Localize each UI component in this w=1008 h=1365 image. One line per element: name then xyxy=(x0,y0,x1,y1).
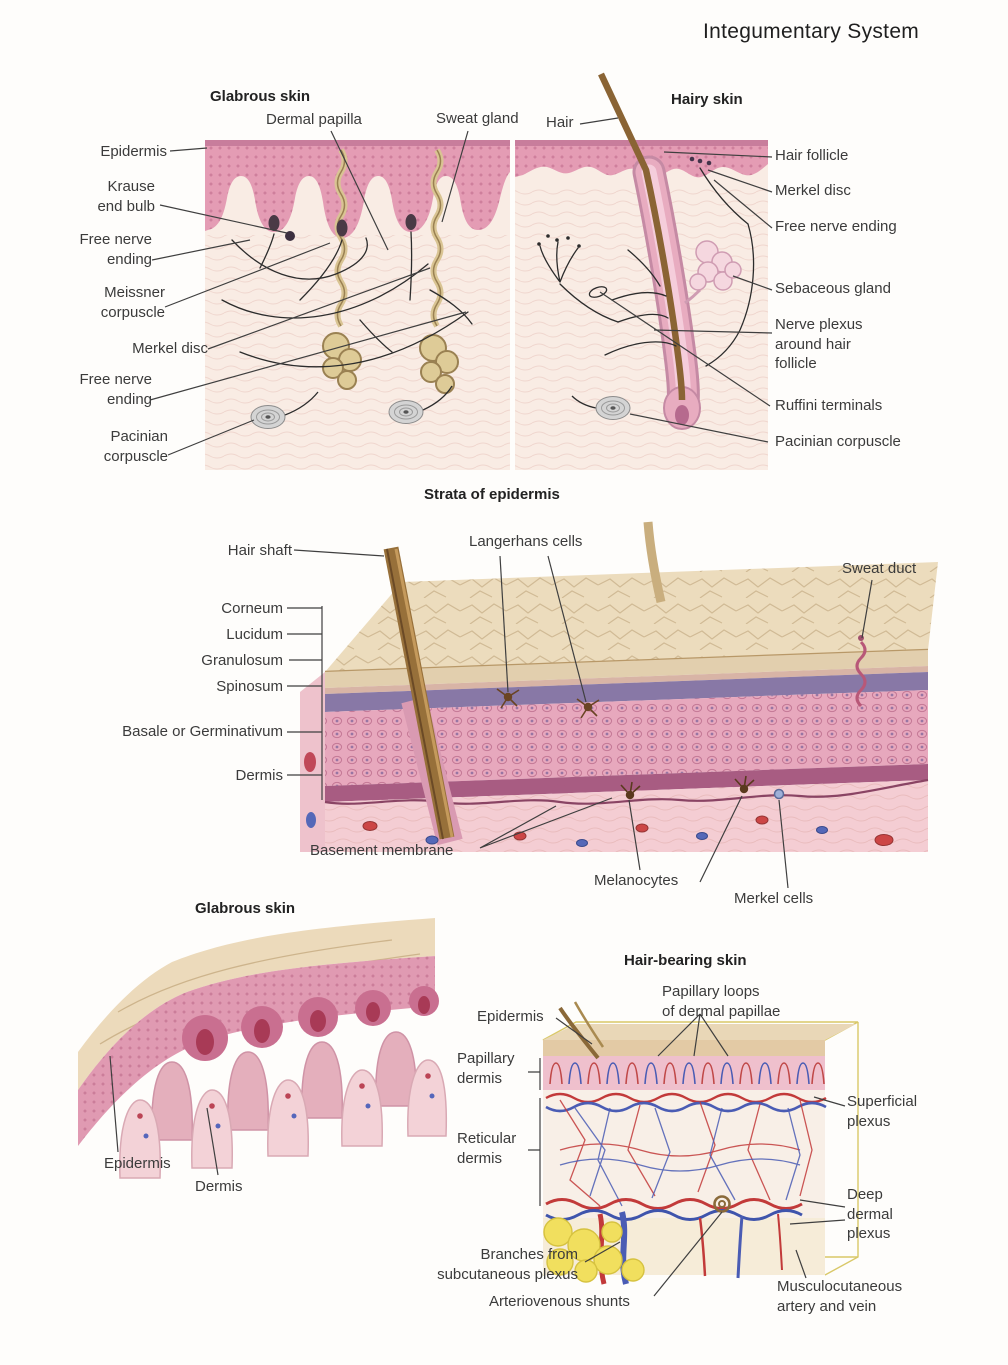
label-free-nerve-ending-right: Free nerve ending xyxy=(775,218,897,235)
label-pacinian-corpuscle-left: Pacinian corpuscle xyxy=(103,428,168,465)
label-free-nerve-ending-upper: Free nerve ending xyxy=(79,231,152,268)
langerhans-cell-icon xyxy=(496,688,600,719)
label-corneum: Corneum xyxy=(221,600,283,617)
glabrous-skin-cross-section-illustration xyxy=(205,140,510,470)
label-sweat-duct: Sweat duct xyxy=(842,560,917,577)
sweat-gland-coil-icon xyxy=(322,332,459,394)
label-epidermis-hair-bearing: Epidermis xyxy=(477,1008,544,1025)
glabrous-skin-block-illustration xyxy=(78,918,448,1179)
label-branches-from-subcutaneous-plexus: Branches from subcutaneous plexus xyxy=(437,1246,578,1283)
label-krause-end-bulb: Krause end bulb xyxy=(97,178,155,215)
free-nerve-ending-tips xyxy=(537,234,581,248)
glabrous-skin-section-title: Glabrous skin xyxy=(210,88,311,105)
label-musculocutaneous-artery-and-vein: Musculocutaneous artery and vein xyxy=(777,1278,903,1315)
papillary-loops-blue xyxy=(568,1062,810,1085)
superficial-plexus-vein xyxy=(545,1101,827,1113)
label-ruffini-terminals: Ruffini terminals xyxy=(775,397,883,414)
label-basale-or-germinativum: Basale or Germinativum xyxy=(122,723,283,740)
papillae-cores xyxy=(196,996,430,1055)
label-superficial-plexus: Superficial plexus xyxy=(847,1093,918,1130)
label-arteriovenous-shunts: Arteriovenous shunts xyxy=(489,1293,630,1310)
label-deep-dermal-plexus: Deep dermal plexus xyxy=(847,1186,893,1242)
label-granulosum: Granulosum xyxy=(201,652,283,669)
hair-shaft-icon xyxy=(383,521,666,846)
label-dermal-papilla: Dermal papilla xyxy=(266,111,362,128)
subcutaneous-fat xyxy=(543,1217,645,1283)
strata-of-epidermis-illustration xyxy=(300,521,938,852)
label-merkel-disc-right: Merkel disc xyxy=(775,182,851,199)
pacinian-corpuscle-icon xyxy=(250,385,453,429)
label-hair-follicle: Hair follicle xyxy=(775,147,849,164)
label-langerhans-cells: Langerhans cells xyxy=(469,533,583,550)
label-free-nerve-ending-lower: Free nerve ending xyxy=(79,371,152,408)
label-pacinian-corpuscle-right: Pacinian corpuscle xyxy=(775,433,901,450)
page-title: Integumentary System xyxy=(703,20,920,43)
hairy-skin-cross-section-illustration xyxy=(515,72,768,470)
label-merkel-disc-left: Merkel disc xyxy=(132,340,208,357)
dermis-vessels xyxy=(362,815,894,847)
hair-bearing-title: Hair-bearing skin xyxy=(624,952,747,969)
leader-lines xyxy=(109,117,873,1297)
label-lucidum: Lucidum xyxy=(226,626,283,643)
label-hair: Hair xyxy=(546,114,574,131)
deep-plexus-vein xyxy=(545,1209,803,1221)
glabrous-block-title: Glabrous skin xyxy=(195,900,296,917)
nerve-plexus-fibers xyxy=(539,167,755,367)
dermal-ridges-front-row xyxy=(119,1059,448,1179)
label-basement-membrane: Basement membrane xyxy=(310,842,454,859)
strata-title: Strata of epidermis xyxy=(424,486,560,503)
hairy-skin-section-title: Hairy skin xyxy=(671,91,743,108)
label-epidermis-left: Epidermis xyxy=(100,143,167,160)
label-papillary-dermis: Papillary dermis xyxy=(457,1050,515,1087)
label-sebaceous-gland: Sebaceous gland xyxy=(775,280,891,297)
label-spinosum: Spinosum xyxy=(216,678,283,695)
label-meissner-corpuscle: Meissner corpuscle xyxy=(100,284,165,321)
label-hair-shaft: Hair shaft xyxy=(227,542,292,559)
deep-plexus-artery xyxy=(545,1198,803,1210)
superficial-plexus-artery xyxy=(545,1092,827,1104)
pacinian-corpuscle-icon-right xyxy=(571,395,631,420)
hair-bearing-skin-illustration xyxy=(542,1001,859,1285)
nerve-fibers xyxy=(221,231,473,368)
papillary-loops-red xyxy=(549,1062,825,1085)
label-epidermis-block: Epidermis xyxy=(104,1155,171,1172)
label-dermis-block: Dermis xyxy=(195,1178,243,1195)
sebaceous-gland-icon xyxy=(684,240,742,305)
label-merkel-cells: Merkel cells xyxy=(734,890,814,907)
label-dermis-strata: Dermis xyxy=(235,767,284,784)
capillary-dots xyxy=(137,1073,435,1139)
arteriovenous-shunt-icon xyxy=(713,1195,731,1213)
label-nerve-plexus-around-hair-follicle: Nerve plexus around hair follicle xyxy=(775,316,863,372)
label-papillary-loops: Papillary loops of dermal papillae xyxy=(662,983,781,1020)
meissner-corpuscle-icon xyxy=(268,214,417,241)
label-sweat-gland: Sweat gland xyxy=(436,110,519,127)
melanocyte-icon xyxy=(620,775,755,800)
merkel-disc-icon xyxy=(689,156,712,166)
label-reticular-dermis: Reticular dermis xyxy=(457,1130,517,1167)
label-melanocytes: Melanocytes xyxy=(594,872,679,889)
merkel-cell-icon xyxy=(773,788,785,800)
dermal-ridges-back-row xyxy=(151,1031,417,1141)
